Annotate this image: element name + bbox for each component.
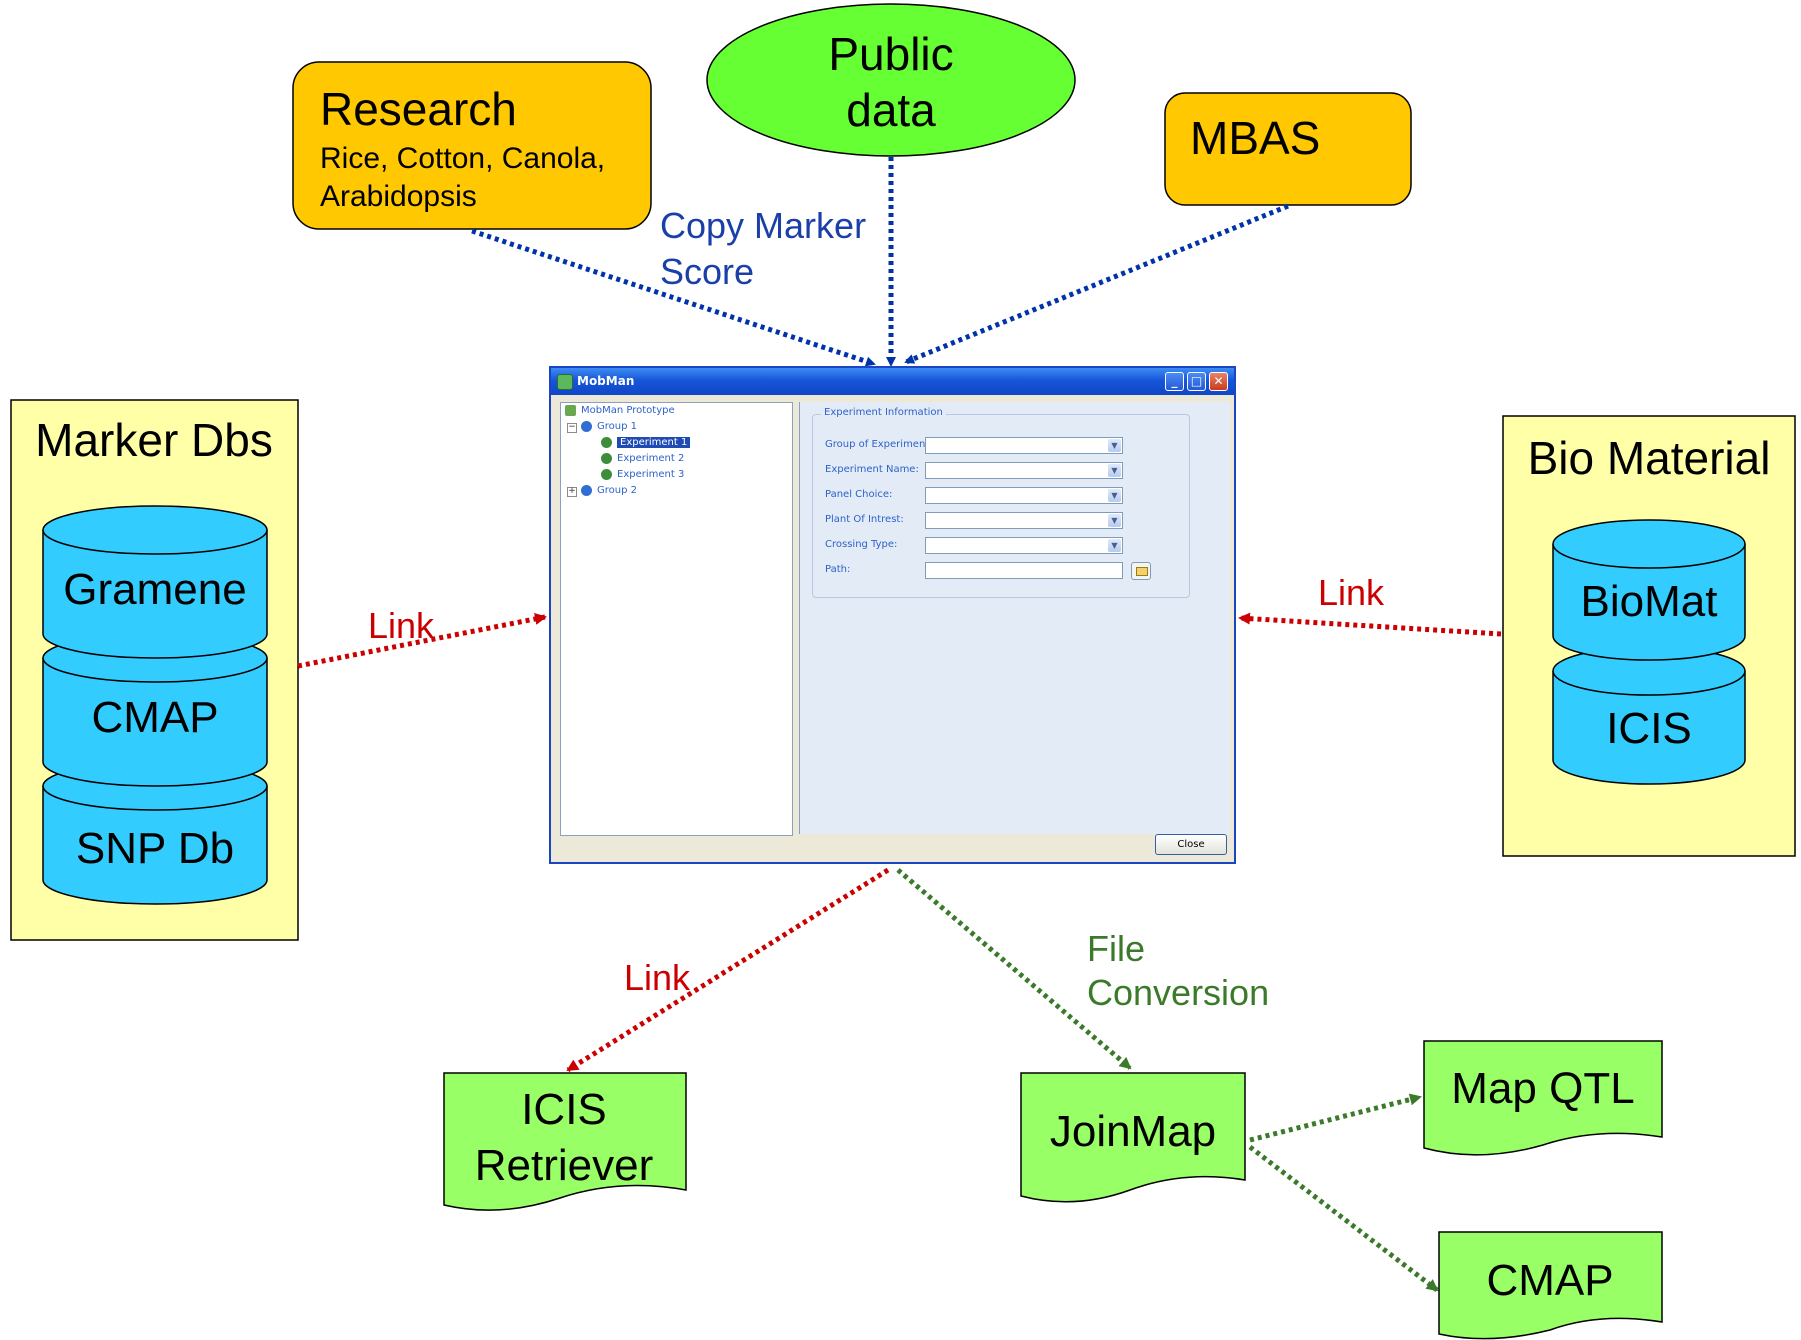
mbas-title: MBAS	[1190, 112, 1320, 164]
link-right-label: Link	[1318, 572, 1385, 613]
icis-db-cylinder: ICIS	[1552, 646, 1746, 785]
folder-icon	[1136, 567, 1148, 576]
mobman-window: MobMan _ □ ✕ MobMan Prototype − Group 1 …	[549, 366, 1236, 864]
experiment-icon	[601, 469, 612, 480]
public-data-node: Public data	[706, 3, 1076, 157]
collapse-group1-icon[interactable]: −	[567, 422, 577, 433]
close-window-button[interactable]: ✕	[1209, 372, 1228, 391]
copy-marker-label-1: Copy Marker	[660, 205, 866, 246]
cmap-db-label: CMAP	[91, 693, 218, 742]
marker-dbs-panel: Marker Dbs SNP Db CMAP Gramene	[10, 399, 299, 941]
maximize-button[interactable]: □	[1187, 372, 1206, 391]
research-title: Research	[320, 83, 517, 135]
copy-marker-arrows	[471, 157, 1289, 367]
experiment-form-pane: Experiment Information Group of Experime…	[799, 402, 1230, 834]
public-data-line2: data	[846, 84, 936, 136]
window-title: MobMan	[577, 374, 635, 388]
tree-experiment-2[interactable]: Experiment 2	[601, 453, 684, 467]
link-left-arrow	[297, 613, 547, 669]
project-icon	[565, 405, 576, 416]
experiment-icon	[601, 453, 612, 464]
tree-root[interactable]: MobMan Prototype	[565, 405, 675, 419]
chevron-down-icon[interactable]: ▼	[1108, 539, 1121, 552]
experiment-tree: MobMan Prototype − Group 1 Experiment 1 …	[560, 402, 793, 836]
close-button[interactable]: Close	[1155, 834, 1227, 855]
joinmap-doc: JoinMap	[1020, 1072, 1246, 1203]
icis-retriever-doc: ICIS Retriever	[443, 1072, 687, 1211]
tree-group-1-label: Group 1	[597, 421, 637, 432]
expand-group2-icon[interactable]: +	[567, 486, 577, 497]
link-left-label: Link	[368, 605, 435, 646]
chevron-down-icon[interactable]: ▼	[1108, 464, 1121, 477]
tree-group-2-label: Group 2	[597, 485, 637, 496]
experiment-info-group: Experiment Information Group of Experime…	[812, 407, 1190, 598]
icis-retriever-line1: ICIS	[521, 1085, 607, 1134]
experiment-name-label: Experiment Name:	[825, 464, 919, 475]
icis-retriever-line2: Retriever	[475, 1141, 654, 1190]
panel-choice-label: Panel Choice:	[825, 489, 893, 500]
chevron-down-icon[interactable]: ▼	[1108, 439, 1121, 452]
biomat-db-label: BioMat	[1581, 577, 1718, 626]
link-right-arrow	[1238, 612, 1502, 637]
tree-experiment-1-label: Experiment 1	[617, 437, 691, 448]
tree-group-1[interactable]: Group 1	[581, 421, 637, 435]
plant-of-intrest-label: Plant Of Intrest:	[825, 514, 904, 525]
experiment-icon	[601, 437, 612, 448]
biomat-db-cylinder: BioMat	[1552, 519, 1746, 661]
globe-icon	[581, 421, 592, 432]
link-bottom-label: Link	[624, 957, 691, 998]
marker-dbs-title: Marker Dbs	[35, 414, 273, 466]
bio-material-panel: Bio Material ICIS BioMat	[1502, 415, 1796, 857]
cmap-output-doc: CMAP	[1438, 1231, 1663, 1340]
icis-db-label: ICIS	[1606, 704, 1692, 753]
research-subtitle-1: Rice, Cotton, Canola,	[320, 142, 605, 175]
map-qtl-doc: Map QTL	[1423, 1040, 1663, 1156]
gramene-db-cylinder: Gramene	[42, 505, 268, 659]
tree-experiment-3-label: Experiment 3	[617, 469, 685, 480]
mobman-titlebar[interactable]: MobMan _ □ ✕	[551, 368, 1234, 395]
file-conversion-arrow	[896, 868, 1132, 1070]
path-label: Path:	[825, 564, 851, 575]
group-of-experiment-select[interactable]: ▼	[925, 437, 1123, 454]
experiment-name-select[interactable]: ▼	[925, 462, 1123, 479]
plant-of-intrest-select[interactable]: ▼	[925, 512, 1123, 529]
joinmap-to-mapqtl-arrow	[1249, 1093, 1422, 1143]
tree-root-label: MobMan Prototype	[581, 405, 675, 416]
tree-group-2[interactable]: Group 2	[581, 485, 637, 499]
link-bottom-arrow	[566, 867, 890, 1073]
joinmap-label: JoinMap	[1050, 1107, 1216, 1156]
gramene-db-label: Gramene	[63, 565, 246, 614]
mbas-node: MBAS	[1164, 92, 1412, 206]
group-of-experiment-label: Group of Experiment:	[825, 439, 933, 450]
bio-material-title: Bio Material	[1528, 432, 1771, 484]
public-data-line1: Public	[828, 28, 953, 80]
file-conversion-label-2: Conversion	[1087, 972, 1269, 1013]
tree-experiment-3[interactable]: Experiment 3	[601, 469, 684, 483]
research-subtitle-2: Arabidopsis	[320, 180, 477, 213]
snp-db-label: SNP Db	[76, 824, 234, 873]
globe-icon	[581, 485, 592, 496]
browse-folder-button[interactable]	[1131, 562, 1151, 580]
map-qtl-label: Map QTL	[1451, 1064, 1634, 1113]
cmap-output-label: CMAP	[1486, 1256, 1613, 1305]
chevron-down-icon[interactable]: ▼	[1108, 489, 1121, 502]
tree-experiment-2-label: Experiment 2	[617, 453, 685, 464]
experiment-info-title: Experiment Information	[821, 407, 946, 418]
panel-choice-select[interactable]: ▼	[925, 487, 1123, 504]
copy-marker-label-2: Score	[660, 251, 754, 292]
path-input[interactable]	[925, 562, 1123, 579]
crossing-type-select[interactable]: ▼	[925, 537, 1123, 554]
research-node: Research Rice, Cotton, Canola, Arabidops…	[292, 61, 652, 230]
tree-experiment-1[interactable]: Experiment 1	[601, 437, 691, 451]
minimize-button[interactable]: _	[1165, 372, 1184, 391]
joinmap-to-cmap-arrow	[1248, 1145, 1439, 1292]
crossing-type-label: Crossing Type:	[825, 539, 898, 550]
file-conversion-label-1: File	[1087, 928, 1145, 969]
app-icon	[557, 374, 573, 390]
chevron-down-icon[interactable]: ▼	[1108, 514, 1121, 527]
